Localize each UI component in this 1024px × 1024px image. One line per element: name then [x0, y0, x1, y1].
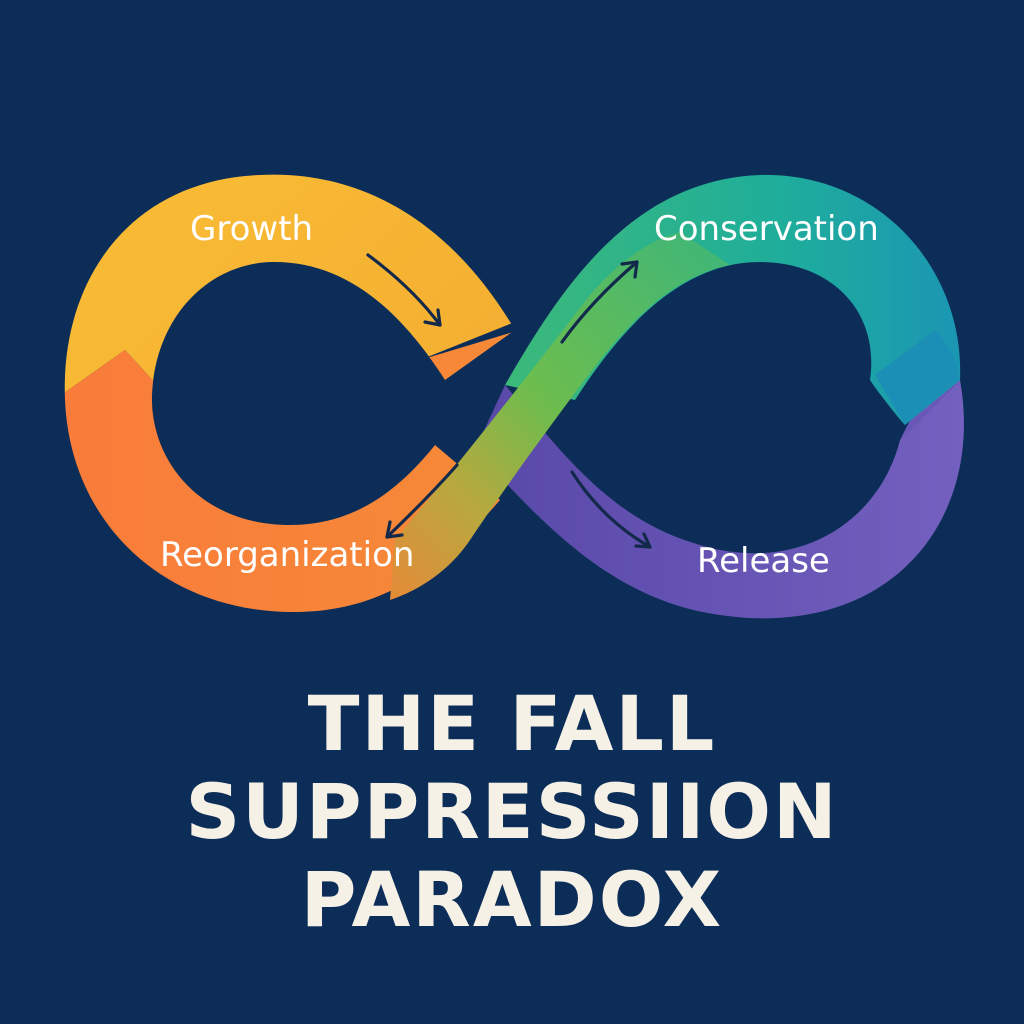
title-line-2: SUPPRESSIION	[185, 767, 839, 856]
title-line-1: THE FALL	[307, 679, 717, 768]
release-arrow-icon	[570, 470, 652, 549]
growth-arrow-icon	[366, 253, 442, 327]
growth-label: Growth	[190, 209, 313, 249]
title-line-3: PARADOX	[300, 855, 724, 944]
conservation-label: Conservation	[654, 209, 879, 249]
reorganization-arrow-icon	[385, 463, 459, 539]
crossing-band	[390, 232, 730, 600]
poster-title: THE FALL SUPPRESSIION PARADOX	[0, 680, 1024, 944]
conservation-arrow-icon	[560, 260, 639, 344]
reorganization-label: Reorganization	[160, 535, 414, 575]
conservation-band	[505, 174, 961, 425]
release-label: Release	[697, 541, 830, 581]
